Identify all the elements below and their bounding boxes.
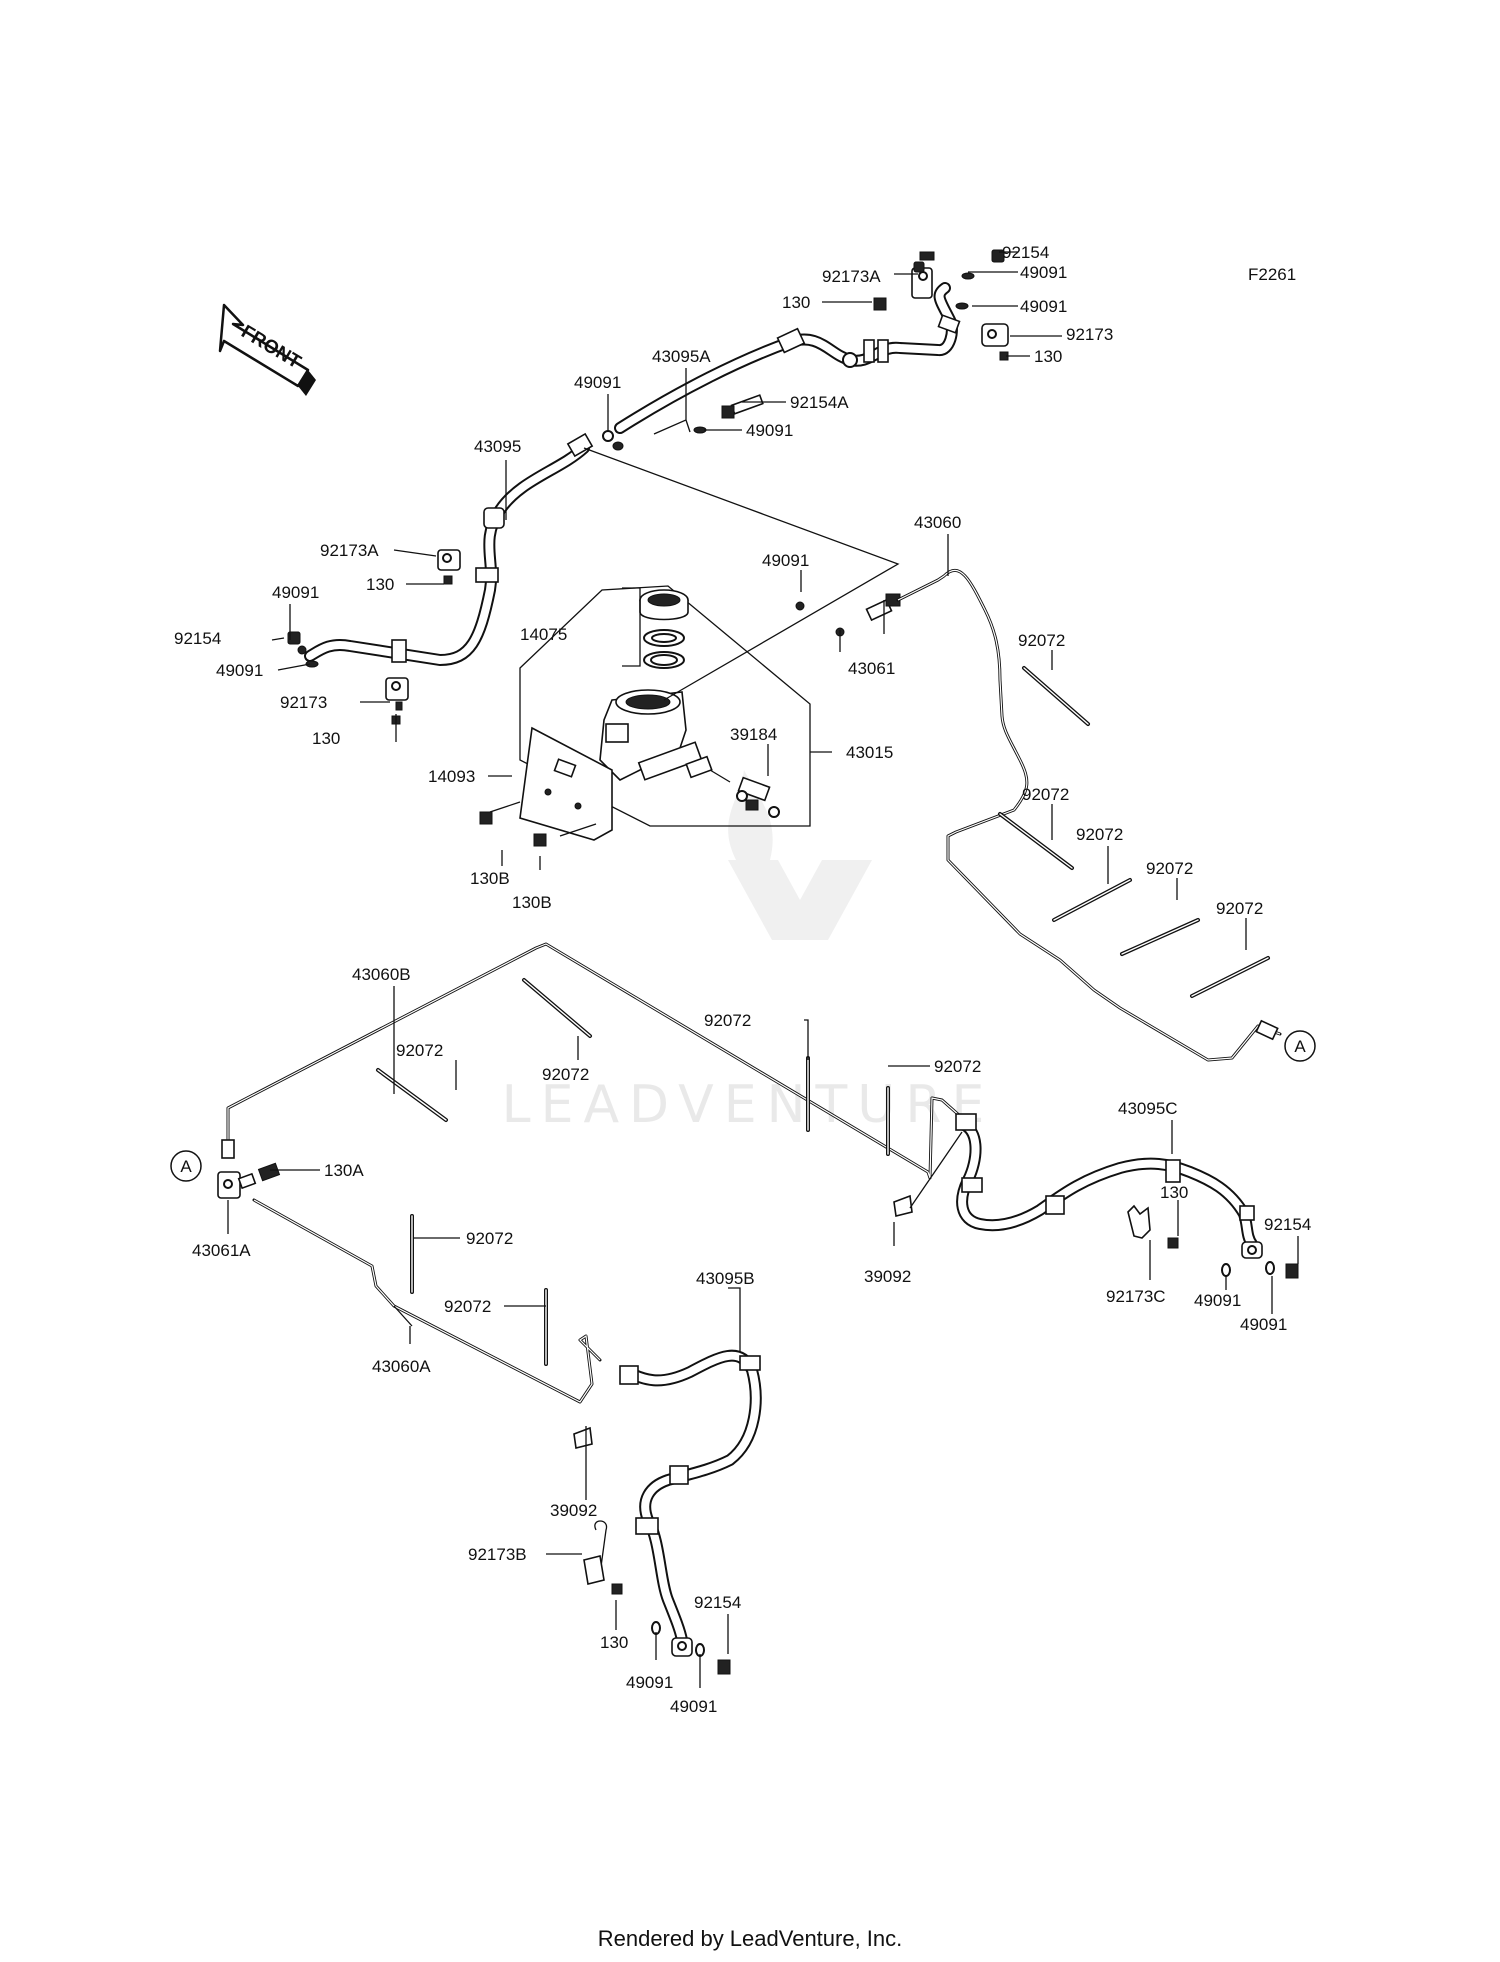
front-arrow: FRONT xyxy=(218,303,316,396)
callout-39092: 39092 xyxy=(864,1267,911,1286)
connector-a-label: A xyxy=(1294,1037,1306,1056)
connector-a-right: A xyxy=(1284,1030,1316,1062)
callout-92173A: 92173A xyxy=(320,541,379,560)
callout-43095A: 43095A xyxy=(652,347,711,366)
clip-39092 xyxy=(573,1194,913,1449)
callout-130: 130 xyxy=(600,1633,628,1652)
front-brake-hose-43095A xyxy=(614,282,961,434)
callout-92154A: 92154A xyxy=(790,393,849,412)
callout-92072: 92072 xyxy=(1076,825,1123,844)
callout-92173B: 92173B xyxy=(468,1545,527,1564)
master-cylinder-assembly xyxy=(479,585,901,847)
callout-130B: 130B xyxy=(470,869,510,888)
top-fittings xyxy=(287,249,1009,725)
brake-pipe-43060 xyxy=(896,568,1282,1062)
callout-92173: 92173 xyxy=(1066,325,1113,344)
cable-ties-middle xyxy=(376,978,890,1156)
callout-43095B: 43095B xyxy=(696,1269,755,1288)
callout-130: 130 xyxy=(1160,1183,1188,1202)
callout-49091: 49091 xyxy=(272,583,319,602)
callout-labels: 92154 49091 92173A 130 49091 92173 130 4… xyxy=(174,243,1311,1716)
callout-43095C: 43095C xyxy=(1118,1099,1178,1118)
callout-92072: 92072 xyxy=(934,1057,981,1076)
callout-49091: 49091 xyxy=(626,1673,673,1692)
brake-pipe-43060A xyxy=(252,1198,602,1404)
callout-130: 130 xyxy=(366,575,394,594)
callout-92173A: 92173A xyxy=(822,267,881,286)
callout-130A: 130A xyxy=(324,1161,364,1180)
callout-49091: 49091 xyxy=(762,551,809,570)
callout-130: 130 xyxy=(1034,347,1062,366)
callout-92072: 92072 xyxy=(1022,785,1069,804)
callout-49091: 49091 xyxy=(216,661,263,680)
callout-leaders xyxy=(227,251,1299,1688)
callout-92072: 92072 xyxy=(466,1229,513,1248)
callout-92154: 92154 xyxy=(1264,1215,1311,1234)
callout-92072: 92072 xyxy=(1018,631,1065,650)
rear-brake-hose-43095B xyxy=(583,1349,762,1675)
callout-14093: 14093 xyxy=(428,767,475,786)
callout-92173: 92173 xyxy=(280,693,327,712)
callout-49091: 49091 xyxy=(670,1697,717,1716)
callout-49091: 49091 xyxy=(746,421,793,440)
callout-43060: 43060 xyxy=(914,513,961,532)
callout-92154: 92154 xyxy=(174,629,221,648)
callout-49091: 49091 xyxy=(574,373,621,392)
diagram-code: F2261 xyxy=(1248,265,1296,284)
mc-leaders xyxy=(583,447,900,701)
callout-43015: 43015 xyxy=(846,743,893,762)
callout-49091: 49091 xyxy=(1240,1315,1287,1334)
connector-a-left: A xyxy=(170,1150,281,1199)
callout-39092: 39092 xyxy=(550,1501,597,1520)
watermark-text: LEADVENTURE xyxy=(502,1075,995,1135)
callout-92072: 92072 xyxy=(704,1011,751,1030)
callout-92072: 92072 xyxy=(1146,859,1193,878)
callout-43095: 43095 xyxy=(474,437,521,456)
callout-130: 130 xyxy=(782,293,810,312)
callout-49091: 49091 xyxy=(1020,297,1067,316)
callout-39184: 39184 xyxy=(730,725,777,744)
cable-ties-lower xyxy=(410,1214,548,1366)
callout-92154: 92154 xyxy=(694,1593,741,1612)
callout-130B: 130B xyxy=(512,893,552,912)
callout-92072: 92072 xyxy=(542,1065,589,1084)
front-brake-hose-43095 xyxy=(304,432,594,666)
svg-text:A: A xyxy=(180,1157,192,1176)
callout-92154: 92154 xyxy=(1002,243,1049,262)
callout-43061A: 43061A xyxy=(192,1241,251,1260)
callout-49091: 49091 xyxy=(1020,263,1067,282)
callout-14075: 14075 xyxy=(520,625,567,644)
cable-ties-right xyxy=(998,666,1270,998)
callout-43061: 43061 xyxy=(848,659,895,678)
callout-92072: 92072 xyxy=(396,1041,443,1060)
callout-92072: 92072 xyxy=(444,1297,491,1316)
callout-92072: 92072 xyxy=(1216,899,1263,918)
rendered-by-footer: Rendered by LeadVenture, Inc. xyxy=(597,1926,903,1951)
callout-43060A: 43060A xyxy=(372,1357,431,1376)
callout-43060B: 43060B xyxy=(352,965,411,984)
callout-92173C: 92173C xyxy=(1106,1287,1166,1306)
rear-brake-hose-43095C xyxy=(955,1113,1299,1279)
callout-130: 130 xyxy=(312,729,340,748)
callout-49091: 49091 xyxy=(1194,1291,1241,1310)
brake-pipe-43060B xyxy=(221,942,962,1180)
